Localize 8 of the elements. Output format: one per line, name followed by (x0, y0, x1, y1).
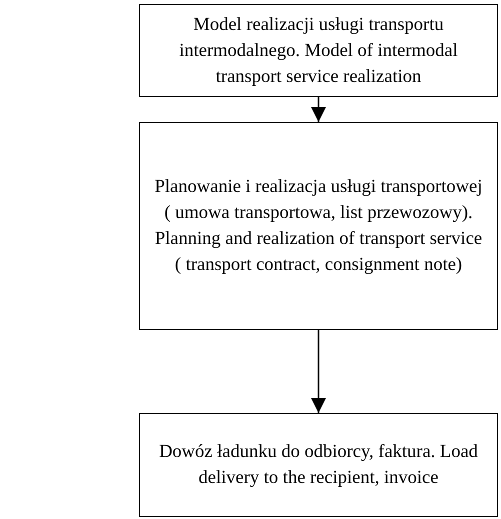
arrow (311, 330, 326, 413)
process-box (139, 413, 498, 517)
process-box (139, 4, 498, 97)
box-text: Dowóz ładunku do odbiorcy, faktura. Load delivery to the recipient, invoice (158, 441, 479, 490)
arrow (311, 97, 326, 122)
box-text: Model realizacji usługi transportu intermodalnego. Model of intermodal transport service realization (178, 14, 459, 88)
process-box (139, 122, 498, 330)
box-text: Planowanie i realizacja usługi transportowej ( umowa transportowa, list przewozowy). Planning and realization of transport service ( transport contract, consignment note) (154, 176, 484, 277)
